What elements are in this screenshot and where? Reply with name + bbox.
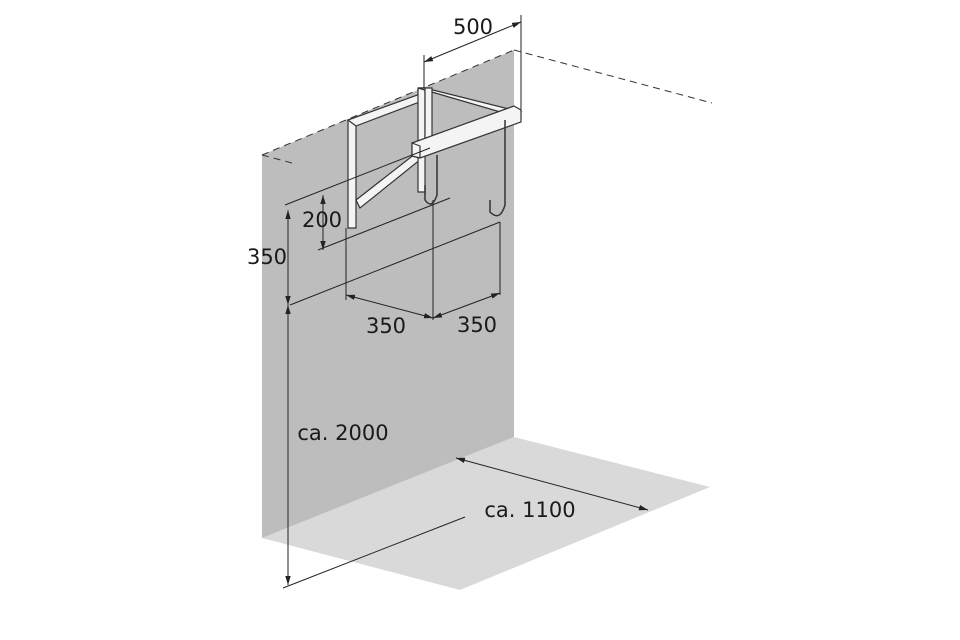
dim-upper-height: 350 [246, 245, 288, 269]
dim-bracket-depth: 500 [452, 15, 494, 39]
dimension-lines [282, 15, 649, 589]
wall [262, 50, 514, 538]
dim-floor-depth: ca. 1100 [484, 498, 576, 522]
bracket [346, 87, 523, 229]
dim-spacing-left: 350 [365, 314, 407, 338]
dim-hook-height: 200 [301, 208, 343, 232]
dim-spacing-right: 350 [456, 313, 498, 337]
dim-wall-height: ca. 2000 [297, 421, 389, 445]
hooks [424, 120, 506, 217]
guide-lines [261, 49, 713, 164]
